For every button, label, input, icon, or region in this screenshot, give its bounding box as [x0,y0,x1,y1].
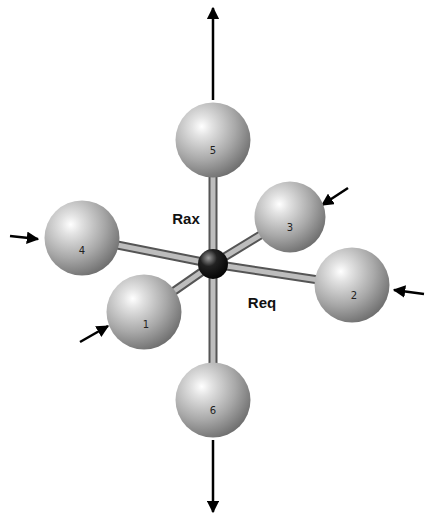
ligand-sphere: 5 [175,102,251,178]
sphere-number: 1 [143,319,149,330]
central-atom [198,249,228,279]
sphere-shape [255,182,326,253]
sphere-number: 2 [351,290,357,301]
ligand-sphere: 6 [175,362,251,438]
sphere-outline [106,274,182,350]
sphere-shape [315,248,390,323]
sphere-outline [175,362,251,438]
sphere-outline [175,102,251,178]
sphere-outline [314,247,390,323]
bond-label: Rax [172,210,200,227]
sphere-number: 3 [287,222,293,233]
bonds [82,140,352,400]
displacement-arrows [10,8,424,512]
sphere-number: 6 [210,405,216,416]
ligand-sphere: 2 [314,247,390,323]
sphere-outline [44,200,120,276]
sphere-outline [254,181,326,253]
sphere-number: 4 [79,245,85,256]
ligand-sphere: 1 [106,274,182,350]
ligand-sphere: 4 [44,200,120,276]
ligand-sphere: 3 [254,181,326,253]
sphere-shape [176,103,251,178]
sphere-shape [107,275,182,350]
sphere-number: 5 [210,145,216,156]
sphere-shape [176,363,251,438]
bond-label: Req [248,294,276,311]
sphere-shape [45,201,120,276]
